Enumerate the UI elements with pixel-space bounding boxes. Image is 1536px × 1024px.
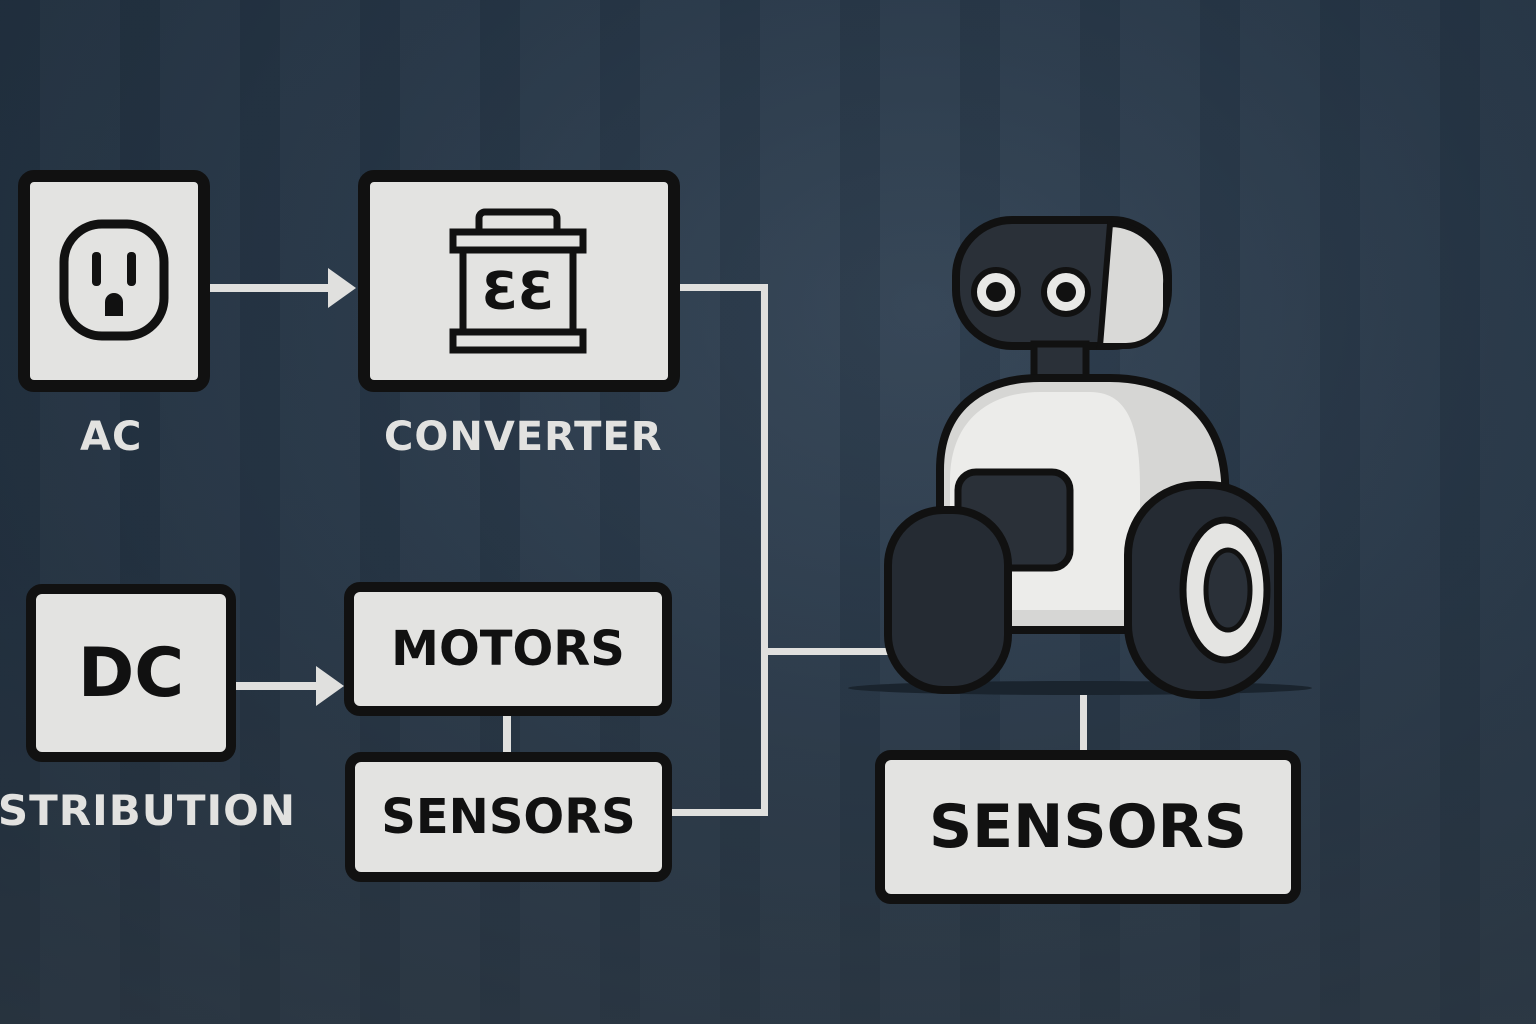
robot-icon	[848, 216, 1312, 699]
power-outlet-icon	[59, 219, 169, 341]
arrowhead-icon	[328, 268, 356, 308]
svg-text:ƐƐ: ƐƐ	[482, 262, 554, 322]
connector-bus-vertical	[761, 284, 768, 816]
motors-node: MOTORS	[344, 582, 672, 716]
dc-node: DC	[26, 584, 236, 762]
sensors-node-left: SENSORS	[345, 752, 672, 882]
connector-dc-motors	[236, 682, 318, 690]
ac-label: AC	[80, 414, 143, 460]
ac-node	[18, 170, 210, 392]
connector-robot-sensors	[1080, 692, 1087, 754]
motors-label: MOTORS	[391, 621, 625, 677]
connector-ac-converter	[210, 284, 332, 292]
connector-motors-sensors	[503, 712, 511, 756]
converter-label: CONVERTER	[384, 414, 663, 460]
sensors-node-right: SENSORS	[875, 750, 1301, 904]
connector-converter-out	[676, 284, 768, 291]
distribution-label: DISTRIBUTION	[0, 786, 296, 835]
transformer-icon: ƐƐ	[449, 208, 587, 354]
dc-text: DC	[77, 633, 185, 713]
connector-bus-sensors	[668, 809, 768, 816]
sensors-label-right: SENSORS	[928, 792, 1248, 862]
connector-bus-robot	[761, 648, 901, 655]
sensors-label-left: SENSORS	[381, 789, 636, 845]
converter-node: ƐƐ	[358, 170, 680, 392]
arrowhead-icon	[316, 666, 344, 706]
